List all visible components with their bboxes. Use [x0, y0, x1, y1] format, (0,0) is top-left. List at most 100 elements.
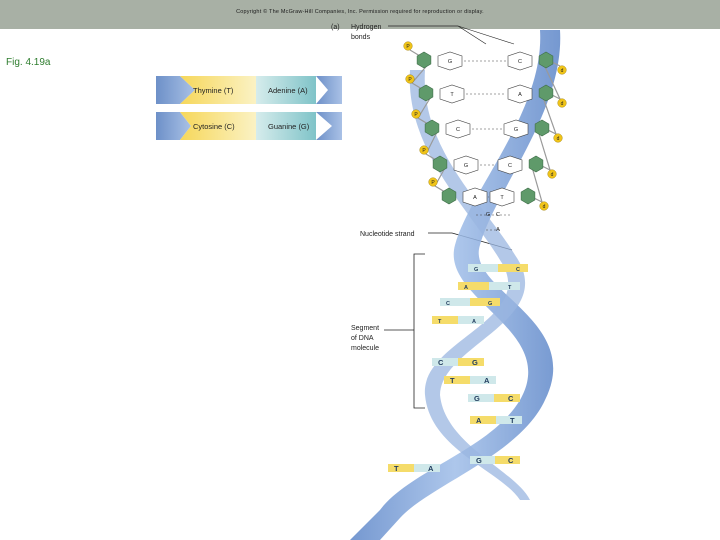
helix-base-right-4: G	[472, 358, 478, 367]
helix-rung-left-1	[458, 282, 489, 290]
ladder-base-left-2: C	[456, 127, 460, 133]
sugar-right-1-shape	[557, 98, 567, 108]
phosphate-left-4-shape	[428, 177, 438, 187]
sugar-right-4: d	[539, 201, 549, 211]
backbone-ribbon-back	[409, 70, 530, 500]
base-ring-left-4	[462, 187, 488, 207]
copyright-bar: Copyright © The McGraw-Hill Companies, I…	[0, 0, 720, 29]
helix-base-right-8: C	[508, 456, 514, 465]
deoxyribose-left-3	[432, 155, 448, 173]
helix-base-right-0: C	[516, 267, 520, 273]
base-ring-right-3	[497, 155, 523, 175]
key-arrow-left	[156, 112, 191, 140]
helix-base-left-8: G	[476, 456, 482, 465]
phosphate-left-0-label: P	[406, 44, 410, 50]
deoxyribose-right-4	[520, 187, 536, 205]
key-pair-cytosine-guanine: Cytosine (C) Guanine (G)	[156, 112, 342, 140]
key-adenine-block	[256, 76, 316, 104]
deoxyribose-right-2	[534, 119, 550, 137]
figure-label: Fig. 4.19a	[6, 57, 51, 68]
sugar-right-0: d	[557, 65, 567, 75]
helix-rung-left-4	[432, 358, 458, 366]
helix-rung-right-2	[470, 298, 500, 306]
nucleotide-strand-label: Nucleotide strand	[360, 231, 415, 238]
helix-base-left-1: A	[464, 285, 468, 291]
helix-rung-right-9	[414, 464, 440, 472]
sugar-right-1-label: d	[561, 101, 564, 107]
helix-base-right-1: T	[508, 285, 512, 291]
phosphate-left-0: P	[403, 41, 413, 51]
helix-rung-left-3	[432, 316, 458, 324]
helix-rung-right-3	[458, 316, 484, 324]
backbone-ribbon-front	[350, 30, 561, 540]
deoxyribose-left-4	[441, 187, 457, 205]
sugar-right-0-label: d	[561, 68, 564, 74]
helix-rung-left-2	[440, 298, 470, 306]
ladder-base-right-5: C	[496, 212, 500, 218]
helix-base-left-3: T	[438, 319, 442, 325]
helix-rung-right-0	[498, 264, 528, 272]
helix-rung-left-7	[470, 416, 496, 424]
key-arrow-right	[316, 112, 342, 140]
segment-label-line1: Segment	[351, 325, 379, 332]
base-ring-left-0	[437, 51, 463, 71]
base-ring-left-2	[445, 119, 471, 139]
base-ring-left-1	[439, 84, 465, 104]
helix-base-left-4: C	[438, 358, 444, 367]
copyright-notice: Copyright © The McGraw-Hill Companies, I…	[236, 9, 484, 15]
hydrogen-bonds-label-line1: Hydrogen	[351, 24, 381, 31]
double-helix	[350, 30, 561, 540]
helix-base-right-9: A	[428, 464, 434, 473]
helix-base-left-7: A	[476, 416, 482, 425]
helix-rung-left-0	[468, 264, 498, 272]
key-arrow-right	[316, 76, 342, 104]
ladder-base-right-2: G	[514, 127, 518, 133]
sugar-right-3-shape	[547, 169, 557, 179]
sugar-right-4-shape	[539, 201, 549, 211]
deoxyribose-right-1	[538, 84, 554, 102]
phosphate-left-2: P	[411, 109, 421, 119]
helix-base-right-2: G	[488, 301, 492, 307]
ladder-base-left-5: G	[486, 212, 490, 218]
phosphate-left-1-shape	[405, 74, 415, 84]
deoxyribose-right-0	[538, 51, 554, 69]
helix-base-left-5: T	[450, 376, 455, 385]
base-pair-key: Thymine (T) Adenine (A) Cytosine (C) Gua…	[156, 76, 342, 140]
helix-rung-right-8	[495, 456, 520, 464]
base-ring-right-1	[507, 84, 533, 104]
key-guanine-label: Guanine (G)	[268, 122, 310, 131]
helix-rung-right-4	[458, 358, 484, 366]
helix-base-left-2: C	[446, 301, 450, 307]
ladder-base-left-0: G	[448, 59, 452, 65]
sugar-right-2-shape	[553, 133, 563, 143]
base-ring-right-4	[489, 187, 515, 207]
key-cytosine-block	[180, 112, 256, 140]
sugar-right-1: d	[557, 98, 567, 108]
sugar-right-3: d	[547, 169, 557, 179]
key-pair-thymine-adenine: Thymine (T) Adenine (A)	[156, 76, 342, 104]
segment-label-line3: molecule	[351, 345, 379, 352]
helix-base-right-7: T	[510, 416, 515, 425]
helix-rung-left-6	[468, 394, 494, 402]
ladder-base-right-1: A	[518, 92, 522, 98]
phosphate-left-4-label: P	[431, 180, 435, 186]
key-thymine-block	[180, 76, 256, 104]
helix-rung-right-1	[489, 282, 520, 290]
deoxyribose-left-0	[416, 51, 432, 69]
ladder-base-right-0: C	[518, 59, 522, 65]
key-thymine-label: Thymine (T)	[193, 86, 234, 95]
segment-bracket	[413, 253, 425, 409]
sugar-right-2: d	[553, 133, 563, 143]
phosphate-left-2-shape	[411, 109, 421, 119]
phosphate-left-3-shape	[419, 145, 429, 155]
phosphate-left-1: P	[405, 74, 415, 84]
hydrogen-bonds-leader-fan	[457, 25, 515, 45]
ladder-base-left-6: A	[496, 227, 500, 233]
phosphate-left-2-label: P	[414, 112, 418, 118]
helix-base-left-0: G	[474, 267, 478, 273]
helix-rung-right-7	[496, 416, 522, 424]
phosphate-left-0-shape	[403, 41, 413, 51]
